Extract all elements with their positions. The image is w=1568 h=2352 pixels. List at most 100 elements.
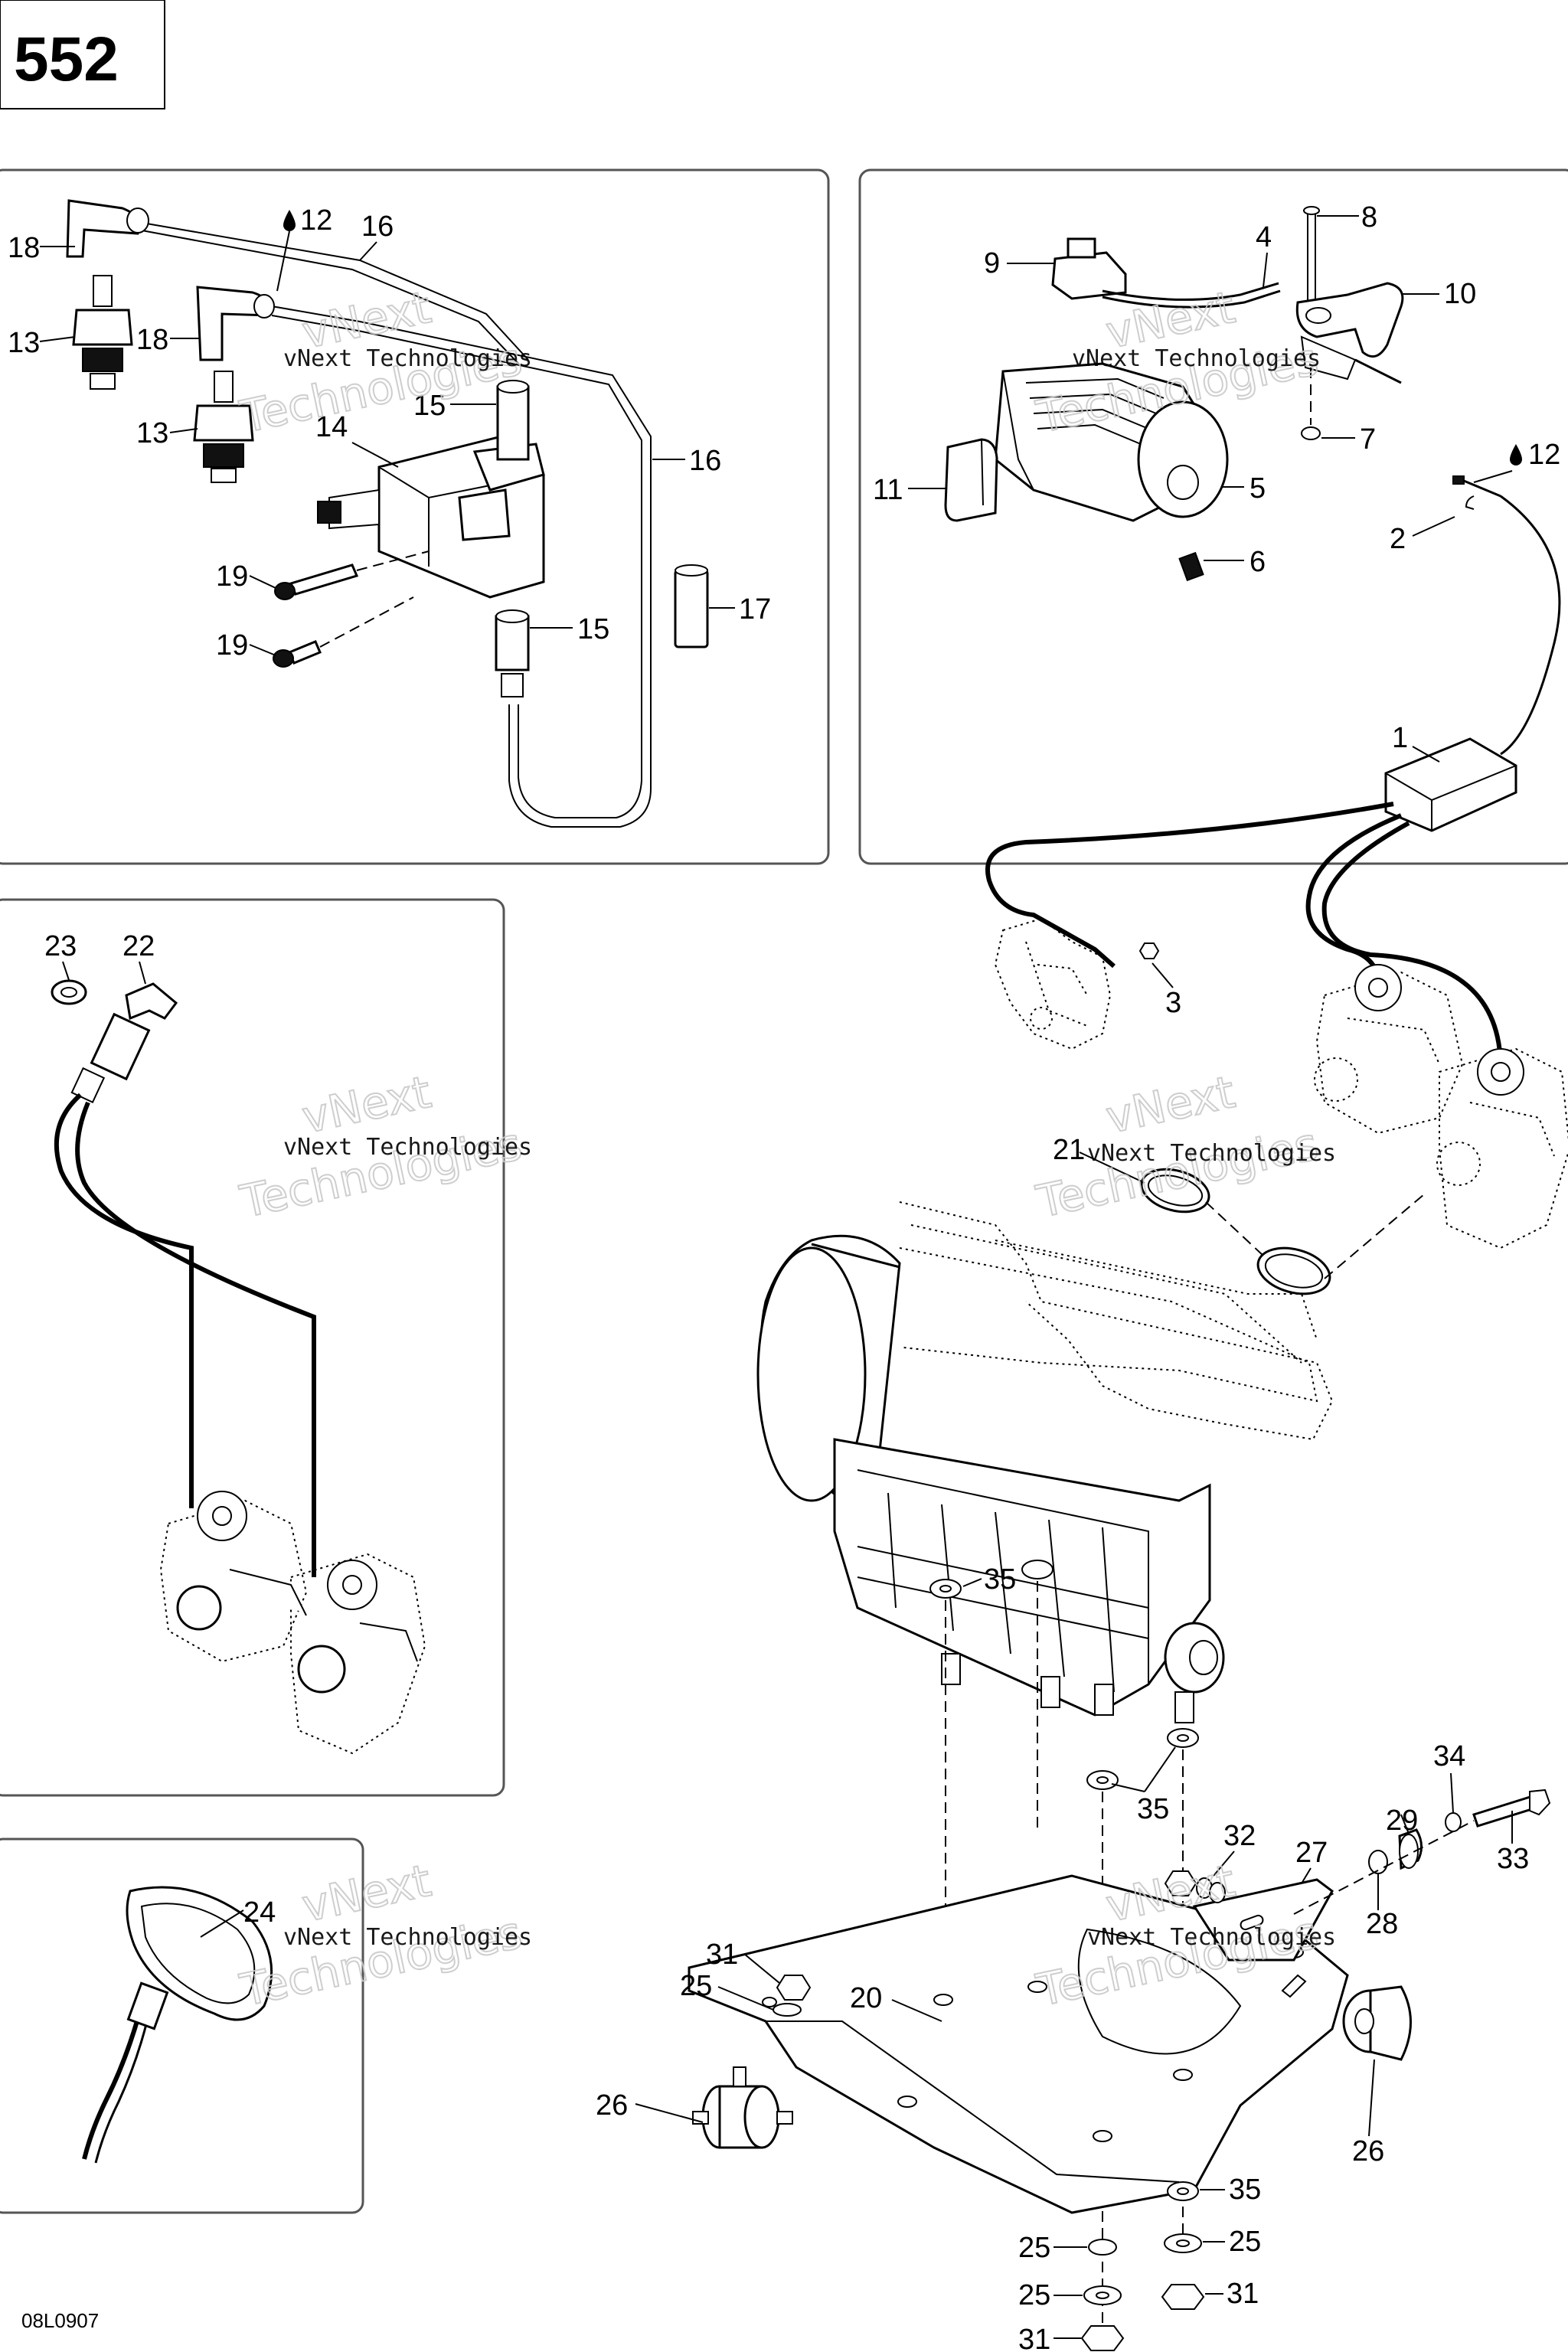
- svg-text:8: 8: [1361, 201, 1377, 234]
- svg-text:vNext Technologies: vNext Technologies: [283, 345, 532, 372]
- cable-junction-block: [1384, 737, 1517, 832]
- ignition-assembly: 18 13 18 13 12 16 15 14 16 17 15 19 19: [8, 199, 771, 828]
- svg-text:18: 18: [8, 232, 40, 264]
- svg-text:18: 18: [136, 324, 168, 356]
- svg-text:vNext: vNext: [298, 1854, 436, 1932]
- svg-text:2: 2: [1390, 523, 1406, 555]
- svg-text:32: 32: [1223, 1820, 1256, 1852]
- svg-text:4: 4: [1256, 221, 1272, 253]
- handlebar-switch: [1051, 237, 1281, 309]
- throttle-cable-left: [985, 802, 1394, 969]
- svg-text:35: 35: [984, 1563, 1016, 1596]
- svg-text:26: 26: [1352, 2135, 1384, 2167]
- svg-text:6: 6: [1250, 546, 1266, 578]
- svg-text:9: 9: [984, 247, 1000, 279]
- throttle-housing: [994, 362, 1229, 522]
- svg-text:24: 24: [243, 1896, 276, 1929]
- svg-text:12: 12: [300, 204, 332, 237]
- spark-plug-cap-upper: [66, 199, 149, 258]
- lubricant-note-12a: 12: [283, 204, 332, 237]
- throttle-sensor: [70, 982, 178, 1103]
- spark-plug-cap-lower: [196, 286, 275, 361]
- svg-text:35: 35: [1229, 2174, 1261, 2206]
- bracket-nut: [1164, 1870, 1226, 1903]
- button-cover: [944, 438, 998, 522]
- trigger-ring: [126, 1886, 273, 2021]
- carburetor-pair-right: [1314, 964, 1568, 1250]
- wire-boot-lower: [495, 609, 530, 697]
- spark-plug-lower: [193, 371, 254, 483]
- svg-text:10: 10: [1444, 278, 1476, 310]
- svg-text:vNext Technologies: vNext Technologies: [1072, 345, 1321, 372]
- throttle-cable-right: [1321, 821, 1503, 1069]
- svg-text:vNext Technologies: vNext Technologies: [1087, 1924, 1336, 1951]
- svg-text:19: 19: [216, 560, 248, 593]
- panel-ring-variant: [0, 1838, 364, 2214]
- panel-sensor-variant: [0, 898, 505, 1797]
- throttle-cable-middle: [1305, 813, 1403, 985]
- svg-text:14: 14: [315, 411, 348, 443]
- svg-text:34: 34: [1433, 1740, 1465, 1772]
- engine-mount-bracket: [1192, 1878, 1334, 1962]
- panel-ignition-coil: [0, 168, 830, 865]
- engine-assembly: [756, 1201, 1334, 1723]
- throttle-assembly: 9 4 8 10 7 11 5 6 2 12 1: [873, 201, 1561, 832]
- bottom-hardware: [1080, 2181, 1205, 2351]
- rubber-mount-right: [1342, 1985, 1412, 2061]
- oil-pump: [994, 917, 1112, 1050]
- svg-text:26: 26: [596, 2089, 628, 2122]
- svg-text:31: 31: [1227, 2278, 1259, 2310]
- set-screw: [1178, 551, 1204, 582]
- coil-screws: [273, 550, 430, 668]
- svg-text:22: 22: [122, 930, 155, 962]
- spark-plug-upper: [72, 275, 133, 390]
- throttle-lever: [1295, 282, 1404, 384]
- wire-sleeve: [674, 564, 709, 648]
- watermark-3: vNext Technologies vNext Technologies: [235, 1065, 532, 1229]
- oil-drop-icon: [283, 210, 296, 231]
- cable-clip: [1452, 475, 1501, 510]
- svg-text:3: 3: [1165, 987, 1181, 1019]
- svg-text:27: 27: [1295, 1837, 1328, 1869]
- page-number-box: 552: [0, 0, 165, 109]
- svg-text:12: 12: [1528, 439, 1560, 471]
- svg-text:15: 15: [413, 390, 446, 422]
- intake-clamps: [1140, 1168, 1425, 1295]
- svg-text:25: 25: [1018, 2279, 1050, 2311]
- svg-text:5: 5: [1250, 472, 1266, 505]
- watermark-1: vNext Technologies vNext Technologies: [235, 280, 532, 444]
- svg-text:35: 35: [1137, 1793, 1169, 1825]
- svg-text:29: 29: [1386, 1805, 1418, 1837]
- mount-washers-upper: [929, 1560, 1199, 1790]
- circlip: [1301, 426, 1321, 440]
- sensor-nut: [51, 979, 87, 1005]
- svg-text:31: 31: [1018, 2324, 1050, 2352]
- svg-text:13: 13: [136, 417, 168, 449]
- svg-text:17: 17: [739, 593, 771, 626]
- oil-drop-icon: [1510, 444, 1522, 466]
- page-number: 552: [14, 24, 119, 94]
- rubber-mount-left: [692, 2066, 793, 2149]
- drawing-code: 08L0907: [21, 2309, 99, 2332]
- svg-text:33: 33: [1497, 1843, 1529, 1875]
- svg-text:25: 25: [1018, 2232, 1050, 2264]
- svg-text:vNext Technologies: vNext Technologies: [1087, 1140, 1336, 1167]
- svg-text:Technologies: Technologies: [236, 1906, 527, 2017]
- plate-nut-left: [773, 1975, 812, 2017]
- svg-text:31: 31: [706, 1939, 738, 1971]
- cable-nut-3: [1138, 942, 1160, 959]
- retaining-pin: [1303, 206, 1320, 311]
- watermark-5: vNext Technologies vNext Technologies: [235, 1854, 532, 2017]
- svg-text:19: 19: [216, 629, 248, 662]
- svg-text:20: 20: [850, 1982, 882, 2014]
- panel-throttle-controls: [858, 168, 1568, 865]
- svg-text:28: 28: [1366, 1908, 1398, 1940]
- sensor-variant-assembly: 23 22: [44, 930, 426, 1755]
- svg-text:23: 23: [44, 930, 77, 962]
- svg-text:vNext: vNext: [298, 1066, 436, 1144]
- svg-text:16: 16: [689, 445, 721, 477]
- svg-text:vNext: vNext: [1102, 1066, 1240, 1144]
- svg-text:25: 25: [1229, 2226, 1261, 2258]
- svg-text:vNext Technologies: vNext Technologies: [283, 1134, 532, 1161]
